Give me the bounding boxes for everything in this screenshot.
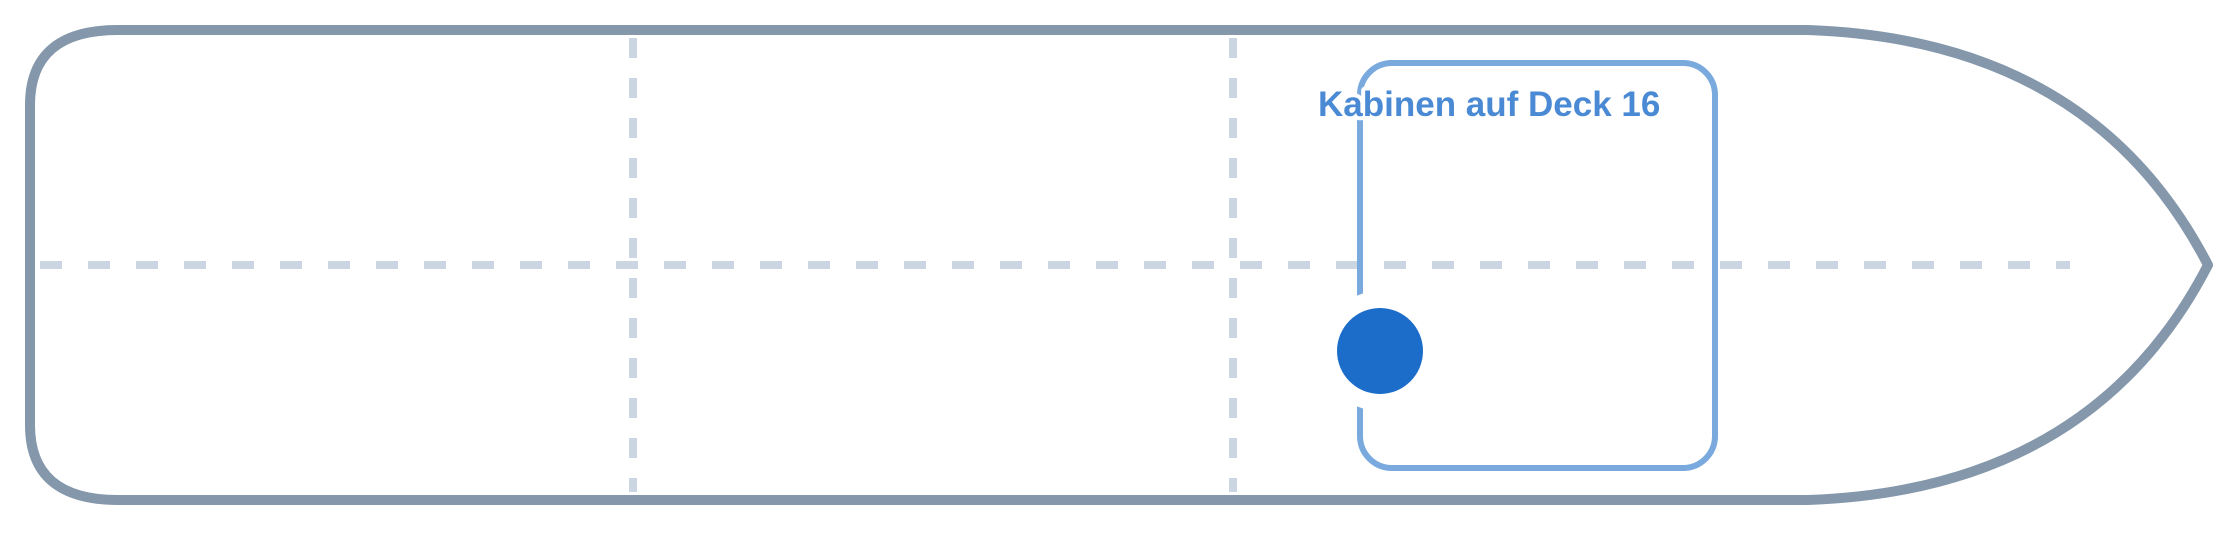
location-marker[interactable]	[1337, 308, 1423, 394]
cabin-zone-label: Kabinen auf Deck 16	[1318, 85, 1660, 124]
ship-hull-outline	[25, 25, 2213, 505]
cabin-zone-label-halo: Kabinen auf Deck 16	[1318, 85, 1660, 124]
cabin-zone[interactable]	[1357, 60, 1718, 471]
